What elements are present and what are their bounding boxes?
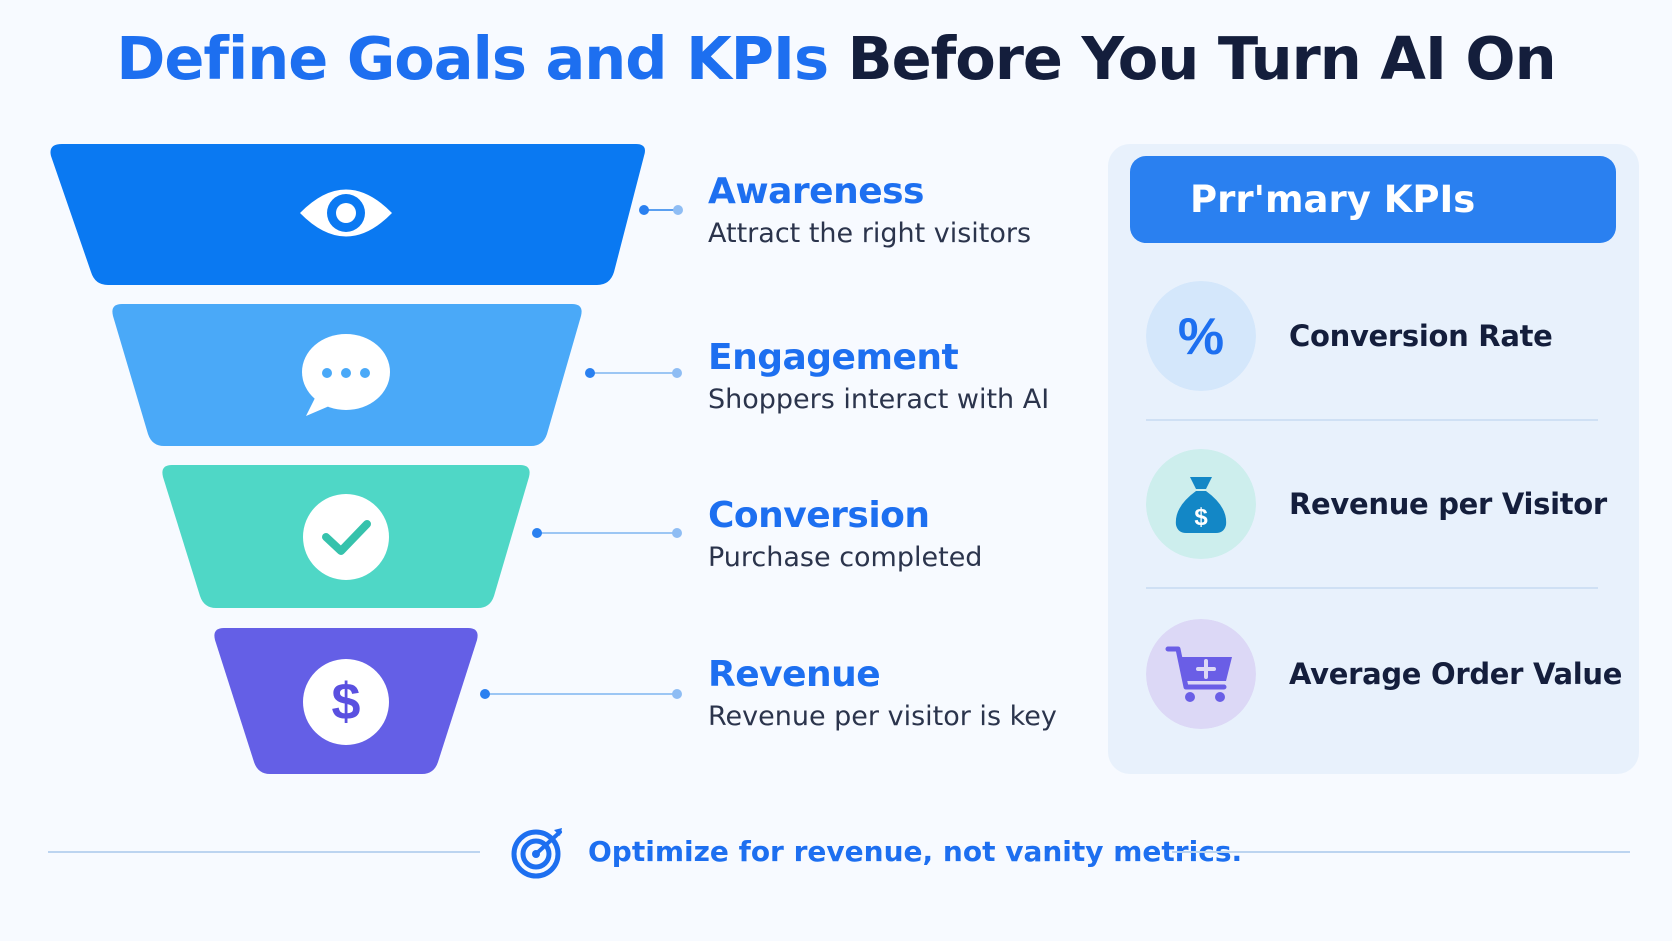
stage-label-awareness: Awareness Attract the right visitors [708,170,1031,254]
footer-divider-right [1172,851,1630,853]
stage-title: Engagement [708,337,959,378]
footer-divider-left [48,851,480,853]
target-icon [511,828,562,879]
funnel-stage-awareness [50,144,683,285]
page-title: Define Goals and KPIs Before You Turn AI… [0,24,1672,93]
kpi-label: Average Order Value [1289,657,1623,691]
stage-title: Awareness [708,171,924,212]
dollar-icon: $ [303,659,389,745]
funnel-diagram: $ [50,144,683,774]
kpi-item-revenue-per-visitor: $ Revenue per Visitor [1146,449,1607,559]
stage-description: Revenue per visitor is key [708,701,1057,732]
svg-text:$: $ [1194,504,1208,531]
shopping-cart-icon [1146,619,1256,729]
stage-label-revenue: Revenue Revenue per visitor is key [708,653,1057,737]
kpi-label: Conversion Rate [1289,319,1553,353]
percent-icon: % [1146,281,1256,391]
funnel-stage-engagement [112,304,682,446]
kpi-item-average-order-value: Average Order Value [1146,619,1622,729]
money-bag-icon: $ [1146,449,1256,559]
kpi-label: Revenue per Visitor [1289,487,1607,521]
footer-tagline: Optimize for revenue, not vanity metrics… [588,835,1243,868]
stage-title: Conversion [708,495,930,536]
funnel-stage-revenue: $ [214,628,682,774]
title-rest: Before You Turn AI On [828,24,1557,93]
stage-label-engagement: Engagement Shoppers interact with AI [708,336,1049,420]
stage-title: Revenue [708,654,881,695]
chat-bubble-icon [302,334,390,416]
stage-description: Shoppers interact with AI [708,384,1050,415]
kpi-item-conversion-rate: % Conversion Rate [1146,281,1606,391]
kpi-divider [1146,587,1598,589]
title-accent: Define Goals and KPIs [116,24,829,93]
kpi-divider [1146,419,1598,421]
stage-label-conversion: Conversion Purchase completed [708,494,982,578]
kpi-panel-header: Prr'mary KPIs [1130,156,1616,243]
svg-text:%: % [1178,308,1224,366]
stage-description: Attract the right visitors [708,218,1032,249]
svg-text:$: $ [332,673,361,731]
stage-description: Purchase completed [708,542,983,573]
funnel-stage-conversion [162,465,682,608]
eye-icon [300,189,392,237]
checkmark-icon [303,494,389,580]
